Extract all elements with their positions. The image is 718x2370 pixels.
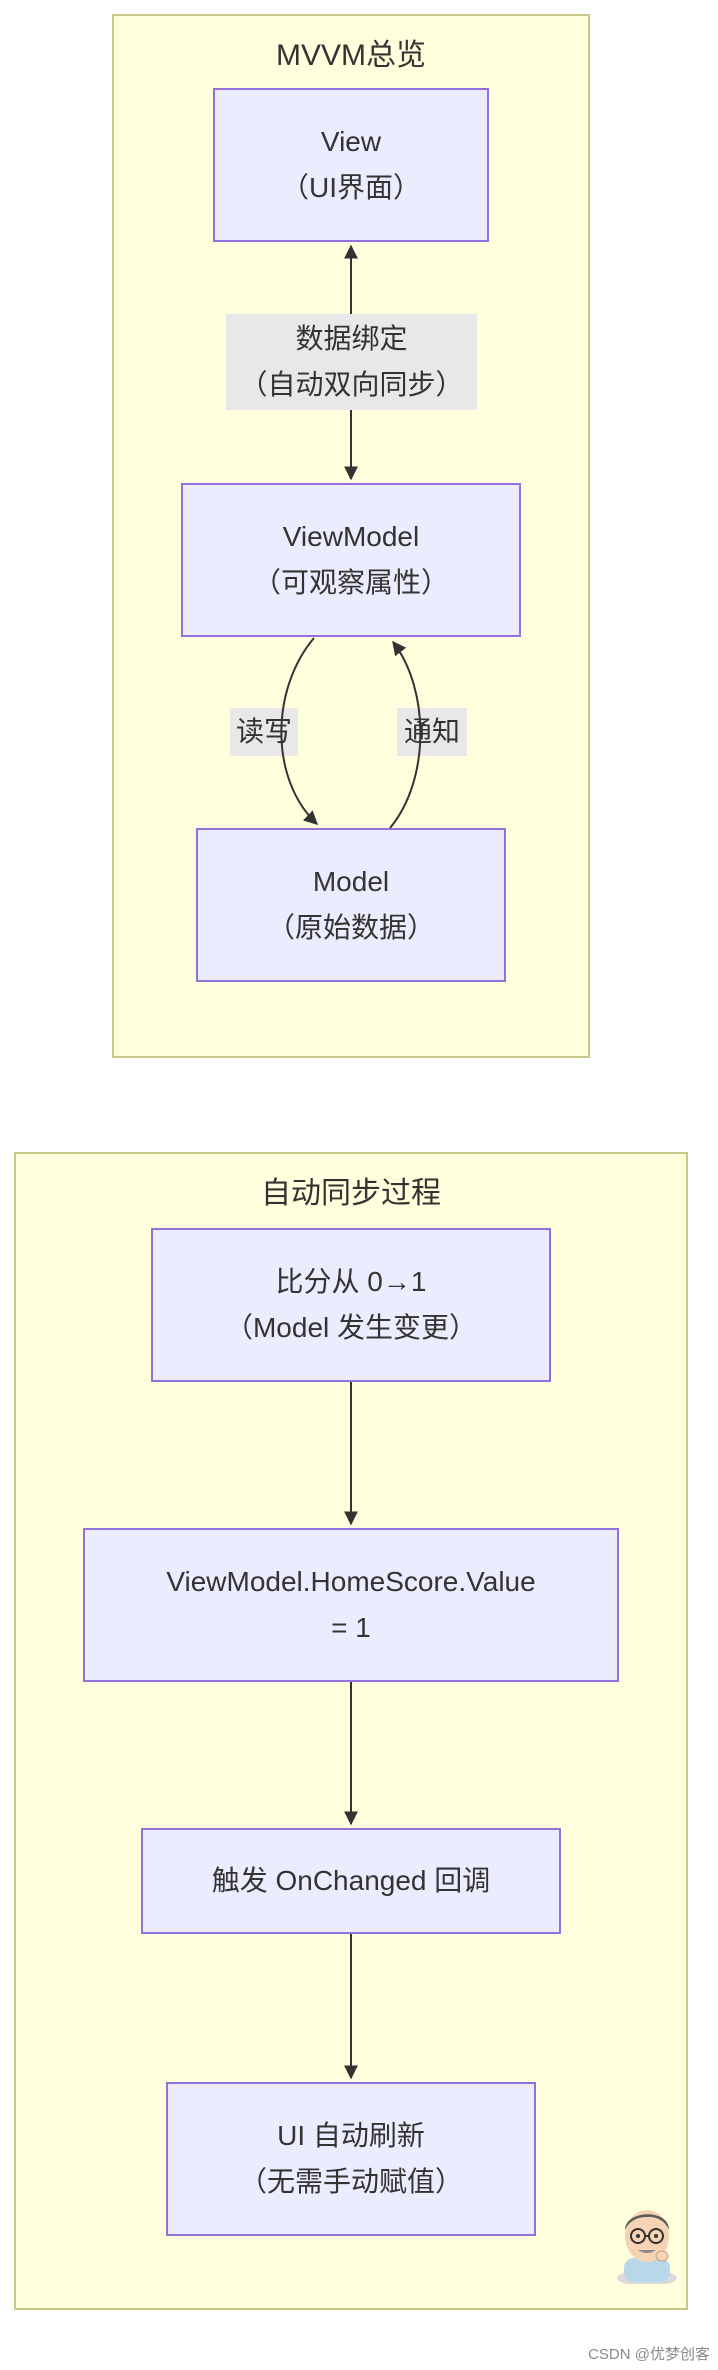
model-node-desc: （原始数据） <box>266 912 435 943</box>
developer-avatar-icon <box>617 2210 677 2284</box>
viewmodel-node-desc: （可观察属性） <box>252 567 449 598</box>
read-write-edge-label: 读写 <box>230 708 298 756</box>
view-node: View （UI界面） <box>213 88 489 242</box>
viewmodel-node: ViewModel （可观察属性） <box>181 483 521 637</box>
viewmodel-value-line1: ViewModel.HomeScore.Value <box>166 1566 536 1597</box>
cluster-title-overview: MVVM总览 <box>276 39 426 72</box>
ui-refresh-node: UI 自动刷新 （无需手动赋值） <box>166 2082 536 2236</box>
watermark: CSDN @优梦创客 <box>588 2346 710 2363</box>
binding-edge-label: 数据绑定 （自动双向同步） <box>226 314 477 410</box>
score-change-line2: （Model 发生变更） <box>224 1312 478 1343</box>
cluster-title-sync: 自动同步过程 <box>261 1177 441 1210</box>
onchanged-line1: 触发 OnChanged 回调 <box>211 1865 491 1896</box>
viewmodel-value-node: ViewModel.HomeScore.Value = 1 <box>83 1528 619 1682</box>
view-node-name: View <box>320 126 382 157</box>
binding-label-main: 数据绑定 <box>295 323 408 354</box>
ui-refresh-line2: （无需手动赋值） <box>238 2166 463 2197</box>
binding-label-desc: （自动双向同步） <box>239 369 464 400</box>
notify-edge-label: 通知 <box>397 708 467 756</box>
score-change-line1: 比分从 0→1 <box>275 1266 427 1297</box>
model-node: Model （原始数据） <box>196 828 506 982</box>
viewmodel-node-name: ViewModel <box>282 521 420 552</box>
model-node-name: Model <box>312 866 390 897</box>
viewmodel-value-line2: = 1 <box>331 1612 371 1643</box>
view-node-desc: （UI界面） <box>280 172 421 203</box>
score-change-node: 比分从 0→1 （Model 发生变更） <box>151 1228 551 1382</box>
ui-refresh-line1: UI 自动刷新 <box>277 2120 425 2151</box>
onchanged-node: 触发 OnChanged 回调 <box>141 1828 561 1934</box>
